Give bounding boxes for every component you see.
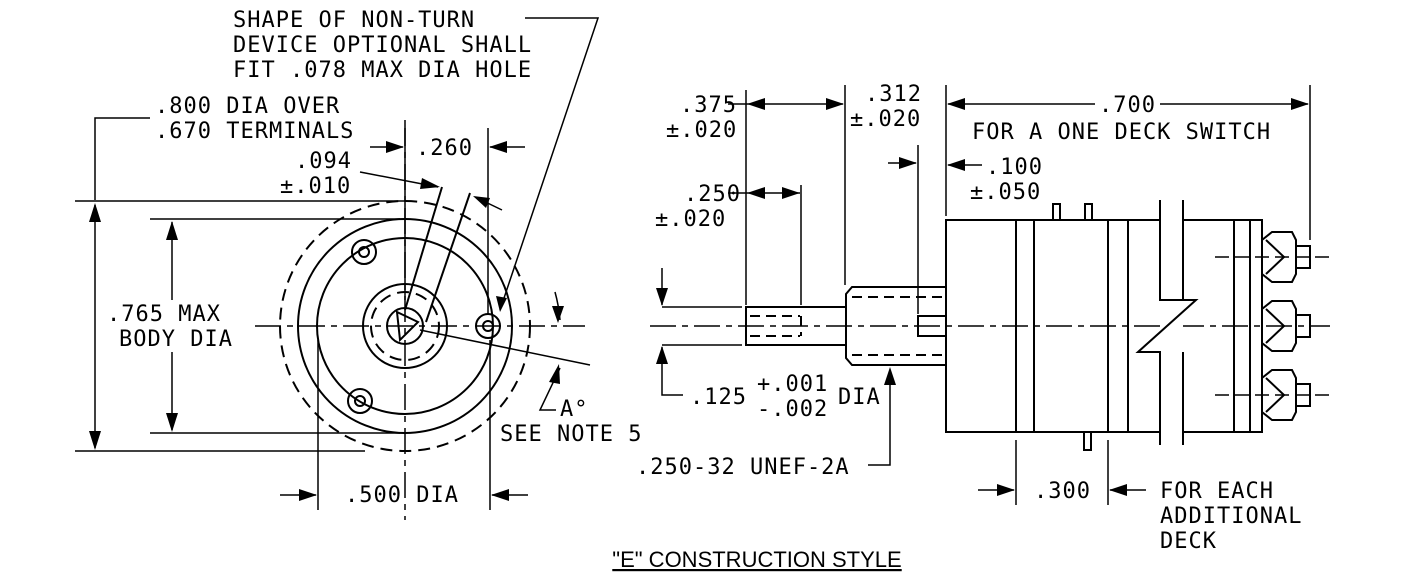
dim-094-tol: ±.010 bbox=[280, 174, 351, 199]
dim-300-value: .300 bbox=[1034, 479, 1091, 504]
dim-700-arrow-right bbox=[1291, 98, 1309, 110]
flat-line-1 bbox=[404, 186, 443, 311]
terminals-dim-line-2: .670 TERMINALS bbox=[155, 119, 354, 144]
dim-250-tol: ±.020 bbox=[655, 207, 726, 232]
dim-125-leader bbox=[661, 347, 683, 396]
dim-500-arrow-left bbox=[299, 489, 317, 501]
terminal-middle bbox=[1261, 300, 1311, 352]
front-view: SHAPE OF NON-TURN DEVICE OPTIONAL SHALL … bbox=[75, 8, 642, 520]
side-view: .375 ±.020 .312 ±.020 .700 FOR A ONE DEC… bbox=[636, 82, 1330, 554]
thread-leader bbox=[868, 370, 891, 466]
dim-125-dia: DIA bbox=[838, 385, 881, 410]
drawing-caption: "E" CONSTRUCTION STYLE bbox=[612, 547, 901, 572]
dim-375-arrow-left bbox=[747, 98, 765, 110]
dim-312-arrow bbox=[899, 157, 917, 169]
terminal-hole-bottom bbox=[347, 388, 373, 414]
dim-250-arrow-left bbox=[747, 187, 765, 199]
body-dim-line-1: .765 MAX bbox=[107, 302, 221, 327]
dim-250-arrow-right bbox=[782, 187, 800, 199]
dim-700-arrow-left bbox=[947, 98, 965, 110]
nonturn-arrow bbox=[496, 296, 507, 312]
dim-800-arrow-bottom bbox=[89, 431, 101, 450]
shaft-flat bbox=[395, 310, 420, 343]
dim-300-arrow-right bbox=[1109, 484, 1127, 496]
angle-arc-top bbox=[554, 291, 561, 321]
dim-094-arrow-2 bbox=[473, 196, 490, 208]
terminal-bottom bbox=[1215, 369, 1330, 421]
angle-ray bbox=[419, 329, 591, 366]
dim-765-arrow-top bbox=[166, 221, 178, 240]
deck-note-line-2: ADDITIONAL bbox=[1160, 504, 1302, 529]
terminal-hole-top-inner bbox=[358, 246, 370, 258]
dim-312-value: .312 bbox=[865, 82, 922, 107]
dim-700-value: .700 bbox=[1099, 93, 1156, 118]
terminal-top bbox=[1215, 231, 1330, 283]
dim-375-value: .375 bbox=[680, 93, 737, 118]
dim-100-tol: ±.050 bbox=[970, 180, 1041, 205]
break-line-left bbox=[1135, 200, 1199, 445]
dim-300-arrow-left bbox=[997, 484, 1015, 496]
terminals-dim-line-1: .800 DIA OVER bbox=[155, 94, 340, 119]
terminal-hole-bottom-inner bbox=[354, 395, 366, 407]
non-turn-hole-inner bbox=[482, 320, 494, 332]
dim-765-arrow-bottom bbox=[166, 413, 178, 432]
dim-260-arrow-left bbox=[386, 141, 404, 153]
flat-line-2 bbox=[425, 192, 471, 323]
dim-312-tol: ±.020 bbox=[850, 107, 921, 132]
nonturn-note-line-2: DEVICE OPTIONAL SHALL bbox=[233, 33, 532, 58]
nonturn-note-line-1: SHAPE OF NON-TURN bbox=[233, 8, 475, 33]
top-pin-1 bbox=[1052, 203, 1061, 221]
dim-094-value: .094 bbox=[295, 149, 352, 174]
dim-500-arrow-right bbox=[491, 489, 509, 501]
terminal-hole-top bbox=[351, 239, 377, 265]
dim-125-arrow-top bbox=[656, 288, 668, 306]
dim-094-arrow-1 bbox=[420, 178, 440, 189]
dim-125-tol-minus: -.002 bbox=[757, 397, 828, 422]
top-pin-2 bbox=[1084, 203, 1093, 221]
nonturn-leader bbox=[499, 17, 600, 311]
dim-125-tol-plus: +.001 bbox=[757, 372, 828, 397]
bottom-pin bbox=[1083, 431, 1092, 451]
dim-250-value: .250 bbox=[684, 182, 741, 207]
break-gap bbox=[1161, 195, 1183, 445]
note-5: SEE NOTE 5 bbox=[500, 422, 642, 447]
dim-800-arrow-top bbox=[89, 203, 101, 222]
dim-260-value: .260 bbox=[416, 136, 473, 161]
dim-375-arrow-right bbox=[826, 98, 844, 110]
terminal-circle-outline bbox=[279, 200, 531, 452]
terminals-leader bbox=[94, 117, 150, 200]
thread-arrow bbox=[884, 367, 896, 385]
dim-100-arrow bbox=[947, 159, 965, 171]
deck-note-line-3: DECK bbox=[1160, 529, 1217, 554]
dim-125-value: .125 bbox=[690, 385, 747, 410]
deck-note-line-1: FOR EACH bbox=[1160, 479, 1274, 504]
angle-arrow-top bbox=[552, 306, 564, 323]
nonturn-note-line-3: FIT .078 MAX DIA HOLE bbox=[233, 58, 532, 83]
angle-label: A° bbox=[560, 397, 589, 422]
dim-500-value: .500 DIA bbox=[345, 483, 459, 508]
angle-arrow-bottom bbox=[549, 364, 560, 384]
dim-375-tol: ±.020 bbox=[666, 118, 737, 143]
dim-125-arrow-bottom bbox=[656, 346, 668, 364]
thread-spec: .250-32 UNEF-2A bbox=[636, 455, 850, 480]
one-deck-note: FOR A ONE DECK SWITCH bbox=[972, 120, 1271, 145]
dim-260-arrow-right bbox=[489, 141, 507, 153]
body-dim-line-2: BODY DIA bbox=[119, 327, 233, 352]
dim-100-value: .100 bbox=[986, 155, 1043, 180]
